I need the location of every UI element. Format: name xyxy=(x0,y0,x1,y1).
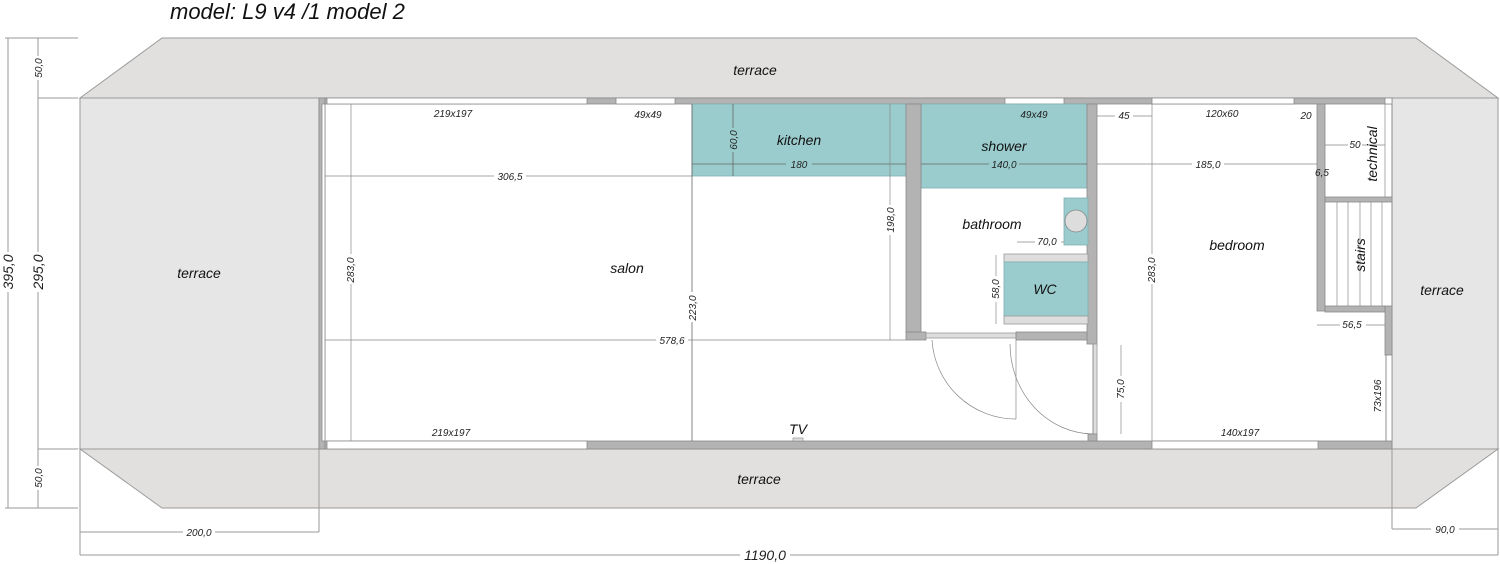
stairs-bottom-wall xyxy=(1324,305,1386,313)
model-title: model: L9 v4 /1 model 2 xyxy=(170,0,405,24)
window-label: 49x49 xyxy=(634,110,662,121)
svg-text:45: 45 xyxy=(1118,111,1130,122)
label-tv: TV xyxy=(789,421,809,437)
svg-text:50: 50 xyxy=(1349,140,1361,151)
terrace-right xyxy=(1391,97,1499,450)
svg-text:295,0: 295,0 xyxy=(30,254,46,290)
wall-stub xyxy=(905,331,927,341)
window-label: 73x196 xyxy=(1373,379,1384,412)
svg-text:180: 180 xyxy=(791,160,808,171)
svg-text:578,6: 578,6 xyxy=(659,336,684,347)
svg-text:6,5: 6,5 xyxy=(1315,168,1329,179)
room-label-terrace-bottom: terrace xyxy=(737,471,781,487)
svg-text:50,0: 50,0 xyxy=(34,468,45,488)
wc-bottom xyxy=(1003,315,1089,325)
window-shower[interactable] xyxy=(1004,97,1065,105)
svg-text:1190,0: 1190,0 xyxy=(744,547,786,563)
wall-end xyxy=(1384,97,1393,105)
door-swing-salon[interactable] xyxy=(931,339,1017,420)
partition-wall-kitchen xyxy=(905,103,922,333)
svg-text:185,0: 185,0 xyxy=(1195,160,1220,171)
wc-fixture xyxy=(1003,261,1089,317)
window-salon-bottom[interactable] xyxy=(326,440,588,450)
wc-top xyxy=(1003,253,1089,263)
window-label: 49x49 xyxy=(1020,110,1048,121)
window-salon-small[interactable] xyxy=(615,97,676,105)
terrace-top xyxy=(78,37,1500,99)
svg-text:306,5: 306,5 xyxy=(497,172,522,183)
bathroom-bottom-wall xyxy=(1015,331,1089,341)
svg-text:58,0: 58,0 xyxy=(991,279,1002,299)
svg-text:198,0: 198,0 xyxy=(886,207,897,232)
terrace-bottom xyxy=(78,448,1500,509)
svg-text:75,0: 75,0 xyxy=(1116,379,1127,399)
right-door[interactable] xyxy=(1385,354,1393,442)
room-label-kitchen: kitchen xyxy=(777,132,822,148)
window-bedroom-top[interactable] xyxy=(1151,97,1295,105)
room-label-shower: shower xyxy=(981,138,1027,154)
room-label-bathroom: bathroom xyxy=(962,216,1021,232)
room-label-technical: technical xyxy=(1364,125,1380,181)
svg-text:50,0: 50,0 xyxy=(34,58,45,78)
left-wall-inner xyxy=(321,103,326,442)
stairs-treads xyxy=(1336,202,1383,306)
dimension-labels: 395,0 295,0 50,0 50,0 1190,0 200,0 90,0 … xyxy=(0,56,1459,563)
sink-basin-icon xyxy=(1064,209,1088,233)
svg-text:56,5: 56,5 xyxy=(1342,320,1362,331)
room-label-terrace-right: terrace xyxy=(1420,282,1464,298)
svg-text:223,0: 223,0 xyxy=(688,295,699,321)
stairs-wall xyxy=(1316,103,1326,312)
svg-text:140,0: 140,0 xyxy=(991,160,1016,171)
wall-stub-bottom xyxy=(1087,433,1098,442)
room-label-terrace-top: terrace xyxy=(733,62,777,78)
door-swing-bedroom[interactable] xyxy=(1009,343,1094,435)
partition-wall-bedroom xyxy=(1086,103,1098,345)
window-label: 140x197 xyxy=(1221,428,1260,439)
window-label: 219x197 xyxy=(431,428,471,439)
shower-tray xyxy=(920,103,1088,189)
svg-text:90,0: 90,0 xyxy=(1435,525,1455,536)
tv-icon xyxy=(792,437,804,442)
room-label-stairs: stairs xyxy=(1352,238,1368,271)
terrace-left xyxy=(79,97,320,450)
svg-text:20: 20 xyxy=(1299,111,1312,122)
svg-text:60,0: 60,0 xyxy=(729,130,740,150)
window-salon-top[interactable] xyxy=(326,97,588,105)
room-label-wc: WC xyxy=(1033,281,1057,297)
window-bedroom-bottom[interactable] xyxy=(1151,440,1319,450)
window-label: 219x197 xyxy=(433,109,473,120)
room-label-bedroom: bedroom xyxy=(1209,237,1265,253)
svg-text:283,0: 283,0 xyxy=(346,257,357,283)
bedroom-door-frame xyxy=(1092,343,1098,435)
room-label-terrace-left: terrace xyxy=(177,265,221,281)
svg-text:395,0: 395,0 xyxy=(0,254,16,289)
right-wall-stub xyxy=(1384,305,1393,356)
technical-bottom-wall xyxy=(1324,196,1393,203)
svg-text:200,0: 200,0 xyxy=(185,528,211,539)
room-label-salon: salon xyxy=(610,260,644,276)
window-label: 120x60 xyxy=(1206,109,1239,120)
svg-text:283,0: 283,0 xyxy=(1147,257,1158,283)
svg-text:70,0: 70,0 xyxy=(1037,237,1057,248)
bathroom-door-frame xyxy=(925,332,1017,339)
